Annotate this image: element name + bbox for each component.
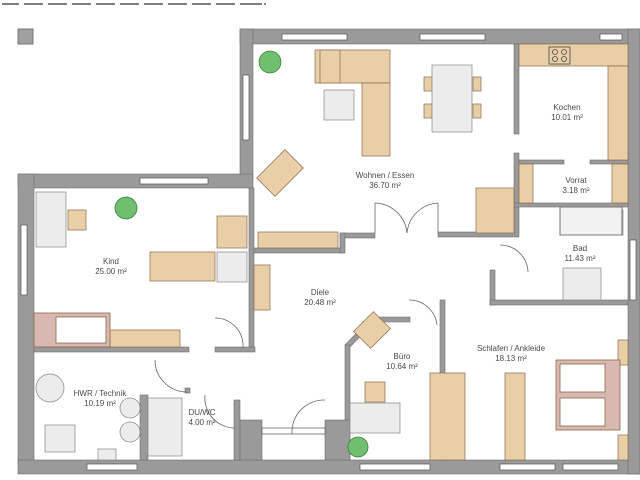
room-label-kind: Kind 25.00 m²: [95, 257, 127, 277]
room-area: 10.19 m²: [84, 399, 116, 408]
room-area: 3.18 m²: [562, 186, 590, 195]
room-area: 20.48 m²: [304, 298, 336, 307]
single-bed: [33, 312, 111, 348]
room-area: 10.64 m²: [386, 362, 418, 371]
doors: [154, 202, 529, 435]
room-area: 4.00 m²: [188, 418, 216, 427]
furniture: [67, 43, 629, 461]
room-name: Kochen: [553, 103, 581, 112]
room-name: Büro: [393, 352, 411, 361]
room-label-duwc: DU/WC 4.00 m²: [188, 408, 215, 428]
room-label-kochen: Kochen 10.01 m²: [551, 103, 583, 123]
room-label-buero: Büro 10.64 m²: [386, 352, 418, 372]
room-name: Kind: [102, 257, 120, 266]
windows: [20, 33, 637, 471]
room-label-schlafen: Schlafen / Ankleide 18.13 m²: [477, 344, 545, 364]
double-bed: [555, 359, 621, 431]
room-name: Wohnen / Essen: [355, 171, 415, 180]
room-name: HWR / Technik: [73, 389, 127, 398]
room-area: 10.01 m²: [551, 113, 583, 122]
room-label-wohnen: Wohnen / Essen 36.70 m²: [356, 171, 415, 191]
fixtures: [35, 64, 624, 461]
plants: [114, 50, 369, 458]
room-area: 18.13 m²: [495, 354, 527, 363]
room-name: Schlafen / Ankleide: [476, 344, 546, 353]
room-area: 36.70 m²: [369, 181, 401, 190]
room-label-diele: Diele 20.48 m²: [304, 288, 336, 308]
stove-icon: [548, 46, 571, 65]
room-label-hwr: HWR / Technik 10.19 m²: [74, 389, 127, 409]
room-name: Bad: [572, 244, 588, 253]
room-label-bad: Bad 11.43 m²: [565, 244, 596, 264]
room-area: 11.43 m²: [564, 254, 596, 263]
room-name: Diele: [310, 288, 330, 297]
room-name: Vorrat: [565, 176, 587, 185]
room-name: DU/WC: [188, 408, 216, 417]
room-label-vorrat: Vorrat 3.18 m²: [562, 176, 589, 196]
room-area: 25.00 m²: [95, 267, 127, 276]
chimney-column: [17, 28, 34, 45]
bathtub: [559, 206, 623, 236]
